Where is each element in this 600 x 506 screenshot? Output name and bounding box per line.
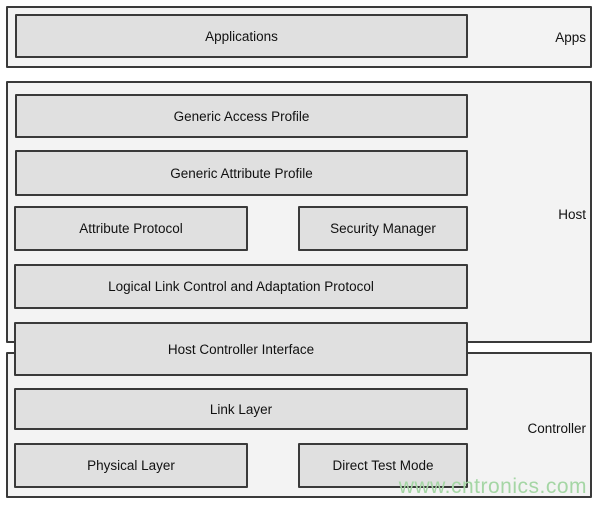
host-controller-interface-box: Host Controller Interface (14, 322, 468, 376)
physical-layer-box: Physical Layer (14, 443, 248, 488)
link-layer-label: Link Layer (209, 401, 273, 417)
link-layer-box: Link Layer (14, 388, 468, 430)
attribute-protocol-label: Attribute Protocol (79, 221, 183, 236)
physical-layer-label: Physical Layer (87, 458, 175, 473)
direct-test-mode-label: Direct Test Mode (332, 458, 434, 473)
attribute-protocol-box: Attribute Protocol (14, 206, 248, 251)
host-controller-interface-label: Host Controller Interface (167, 341, 315, 357)
l2cap-label: Logical Link Control and Adaptation Prot… (108, 279, 374, 294)
applications-box-label: Applications (205, 28, 278, 44)
l2cap-box: Logical Link Control and Adaptation Prot… (14, 264, 468, 309)
apps-section-label: Apps (555, 30, 586, 45)
security-manager-box: Security Manager (298, 206, 468, 251)
watermark: www.cntronics.com (398, 475, 587, 498)
controller-section-label: Controller (527, 421, 586, 436)
security-manager-label: Security Manager (330, 221, 436, 236)
generic-attribute-profile-box: Generic Attribute Profile (15, 150, 468, 196)
generic-access-profile-label: Generic Access Profile (173, 108, 310, 124)
host-section-label: Host (558, 207, 586, 222)
direct-test-mode-box: Direct Test Mode (298, 443, 468, 488)
applications-box: Applications (15, 14, 468, 58)
generic-attribute-profile-label: Generic Attribute Profile (170, 165, 313, 181)
generic-access-profile-box: Generic Access Profile (15, 94, 468, 138)
